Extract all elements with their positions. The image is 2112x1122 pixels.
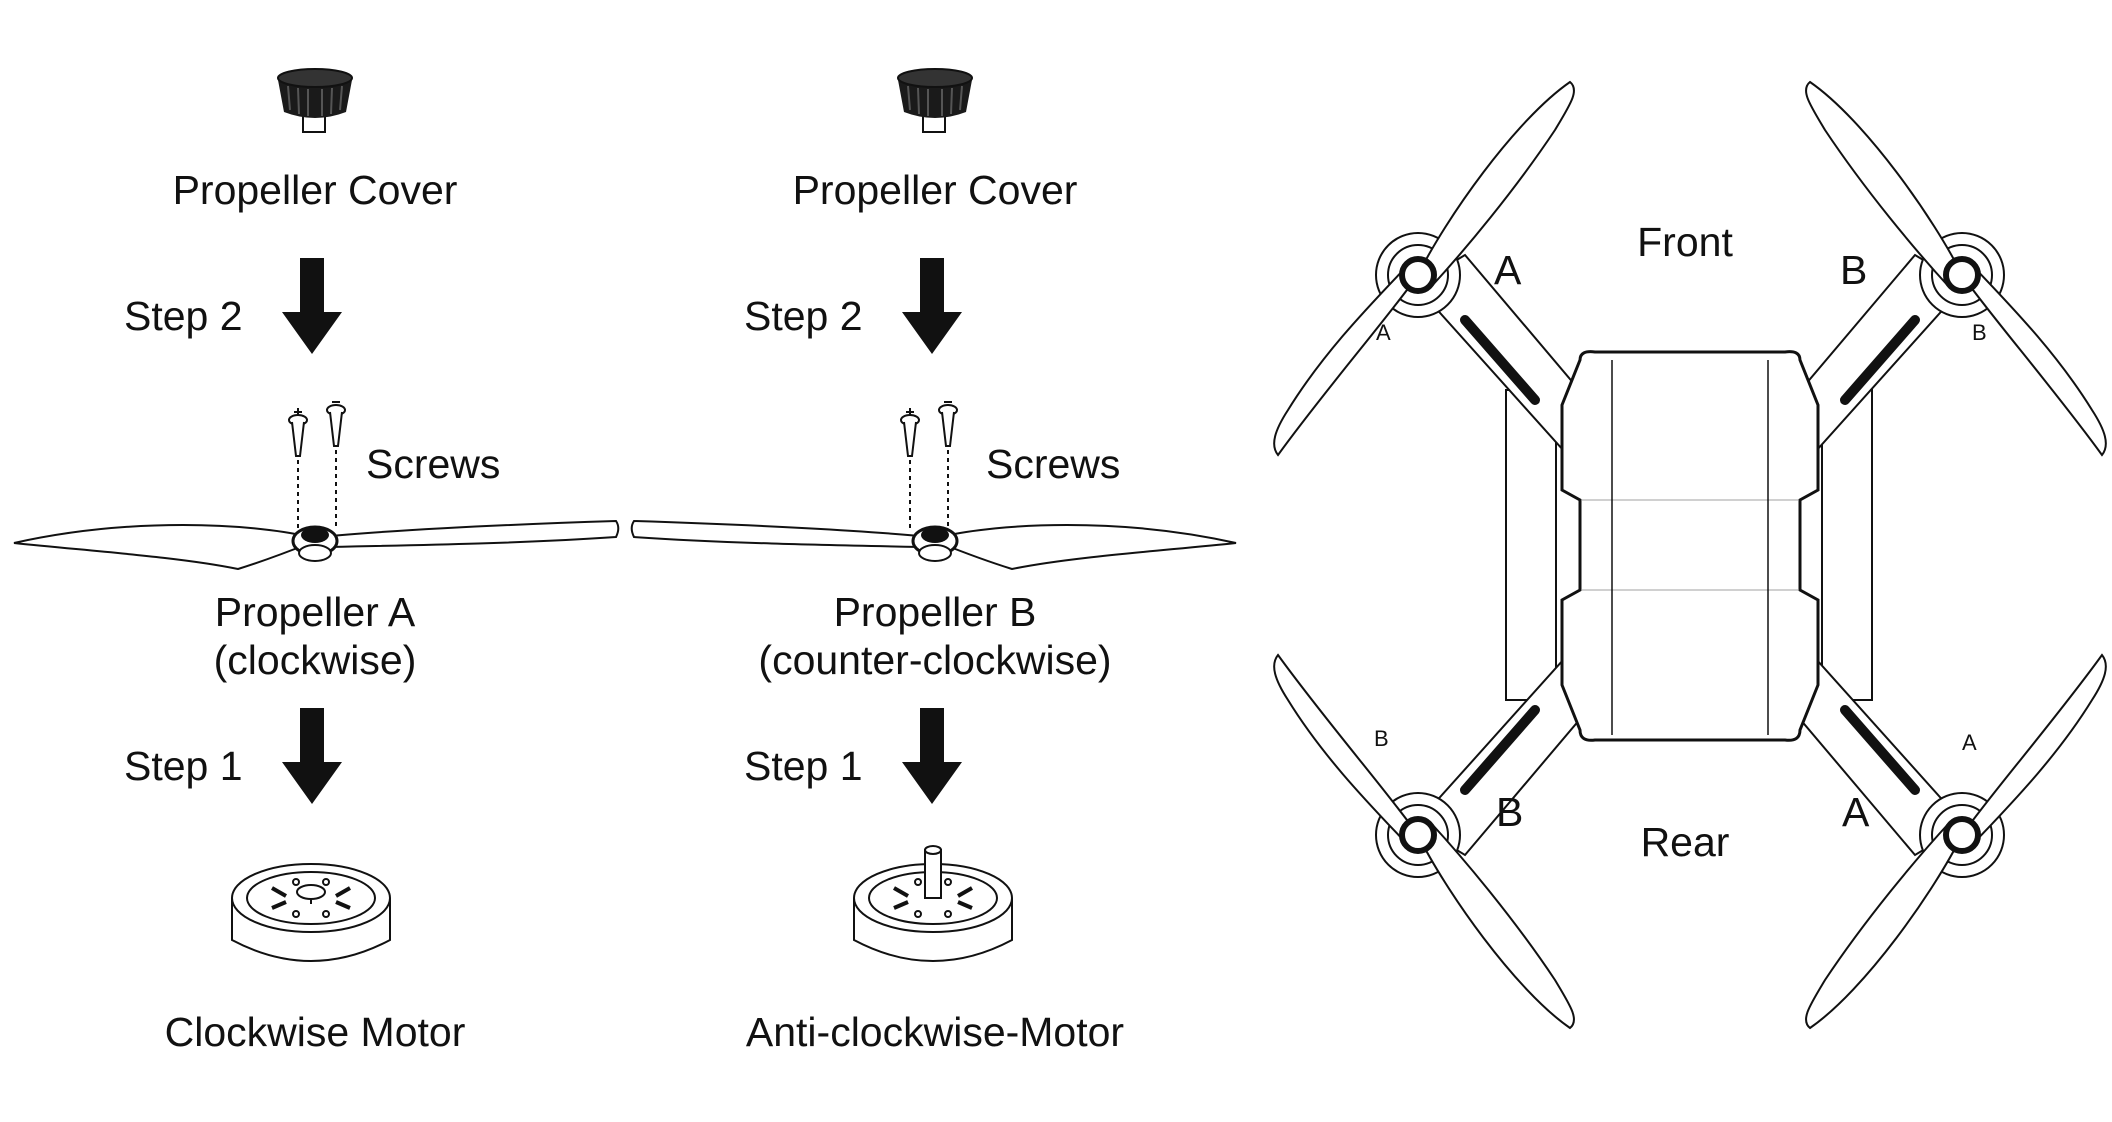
propeller-cover-a-label: Propeller Cover — [172, 167, 458, 213]
step1-a-arrow-icon — [282, 708, 342, 804]
screws-b-icon — [900, 401, 958, 528]
propeller-b-icon — [630, 519, 1237, 571]
drone-rear-label: Rear — [1640, 819, 1730, 865]
drone-top-view — [1273, 80, 2107, 1030]
propeller-b-title: Propeller B — [833, 589, 1037, 635]
drone-blade-rear-right-mark: A — [1962, 730, 1977, 755]
step1-b-label: Step 1 — [744, 743, 863, 789]
clockwise-motor-icon — [231, 863, 391, 962]
screws-b-label: Screws — [986, 441, 1121, 487]
screws-a-icon — [288, 401, 346, 528]
drone-rear-left-mark: B — [1496, 789, 1524, 835]
clockwise-motor-label: Clockwise Motor — [164, 1009, 466, 1055]
step2-a-label: Step 2 — [124, 293, 243, 339]
step1-b-arrow-icon — [902, 708, 962, 804]
anti-clockwise-motor-icon — [853, 845, 1013, 962]
propeller-a-direction: (clockwise) — [213, 637, 417, 683]
drone-blade-front-left-mark: A — [1376, 320, 1391, 345]
drone-rear-right-mark: A — [1842, 789, 1870, 835]
step2-b-arrow-icon — [902, 258, 962, 354]
propeller-a-title: Propeller A — [214, 589, 416, 635]
screws-a-label: Screws — [366, 441, 501, 487]
anti-clockwise-motor-label: Anti-clockwise-Motor — [745, 1009, 1125, 1055]
step1-a-label: Step 1 — [124, 743, 243, 789]
step2-b-label: Step 2 — [744, 293, 863, 339]
drone-front-label: Front — [1637, 219, 1733, 265]
propeller-b-direction: (counter-clockwise) — [758, 637, 1112, 683]
step2-a-arrow-icon — [282, 258, 342, 354]
propeller-cover-a-icon — [277, 68, 353, 133]
drone-front-left-mark: A — [1494, 247, 1522, 293]
propeller-cover-b-label: Propeller Cover — [792, 167, 1078, 213]
drone-blade-front-right-mark: B — [1972, 320, 1987, 345]
propeller-cover-b-icon — [897, 68, 973, 133]
propeller-a-icon — [13, 519, 620, 571]
drone-blade-rear-left-mark: B — [1374, 726, 1389, 751]
drone-front-right-mark: B — [1840, 247, 1868, 293]
